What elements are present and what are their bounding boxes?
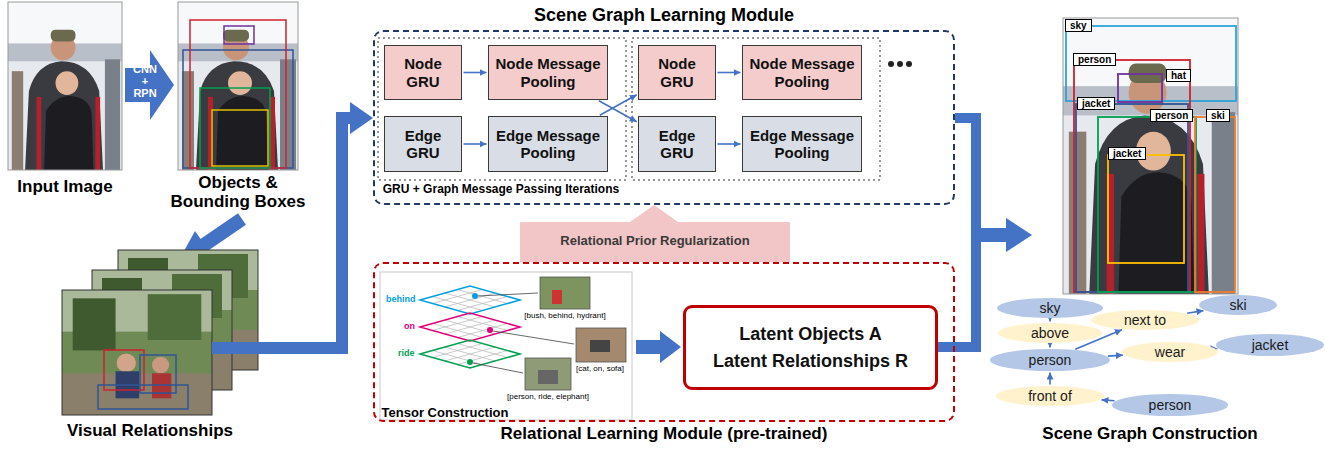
node-text: Edge GRU xyxy=(389,127,457,162)
connector xyxy=(464,143,487,145)
node-text: front of xyxy=(1002,388,1098,404)
triple-caption: [bush, behind, hydrant] xyxy=(515,311,615,320)
object-tag: ski xyxy=(1206,109,1230,122)
plane-label: behind xyxy=(386,294,416,304)
picture-label: Tensor Construction xyxy=(375,406,515,421)
object-node: ski xyxy=(1199,295,1277,315)
connector xyxy=(1102,399,1115,401)
connector xyxy=(464,72,487,74)
module-frame: Scene Graph Learning ModuleNode GRUNode … xyxy=(373,30,955,205)
node-text: Node Message Pooling xyxy=(493,55,603,90)
connector xyxy=(1108,355,1123,356)
node-text: Node GRU xyxy=(389,55,457,90)
connector xyxy=(718,72,741,74)
node-text: sky xyxy=(1003,300,1097,316)
image-caption: Scene Graph Construction xyxy=(1040,424,1260,444)
image-caption: Visual Relationships xyxy=(40,421,260,441)
relation-node: next to xyxy=(1091,310,1199,330)
process-box: Edge GRU xyxy=(638,116,716,172)
process-box: Node GRU xyxy=(384,45,462,100)
relation-node: above xyxy=(998,323,1102,343)
relation-node: wear xyxy=(1122,342,1218,362)
object-tag: hat xyxy=(1166,69,1191,82)
connector xyxy=(1049,320,1051,322)
object-node: person xyxy=(990,349,1110,371)
node-text: Node GRU xyxy=(643,55,711,90)
connector xyxy=(718,143,741,145)
node-text: person xyxy=(1118,397,1222,413)
process-box: Edge Message Pooling xyxy=(488,116,608,172)
relation-node: front of xyxy=(996,386,1104,406)
process-box: Node GRU xyxy=(638,45,716,100)
image-caption: Objects & Bounding Boxes xyxy=(168,174,308,211)
node-text: wear xyxy=(1128,344,1212,360)
arrow-label: CNN + RPN xyxy=(131,63,159,99)
process-box: Node Message Pooling xyxy=(488,45,608,100)
triple-caption: [cat, on, sofa] xyxy=(560,364,640,373)
node-text: Latent Relationships R xyxy=(690,348,931,375)
module-frame: Relational Learning Module (pre-trained)… xyxy=(373,262,955,422)
connector xyxy=(1049,345,1051,348)
node-text: Edge Message Pooling xyxy=(747,127,857,162)
connector xyxy=(1187,311,1203,314)
node-text: Edge GRU xyxy=(643,127,711,162)
object-tag: jacket xyxy=(1108,147,1146,160)
node-text: jacket xyxy=(1222,337,1318,353)
group-label: GRU + Graph Message Passing Iterations xyxy=(366,183,636,197)
latent-box: Latent Objects ALatent Relationships R xyxy=(683,305,938,390)
node-text: next to xyxy=(1097,312,1193,328)
connector xyxy=(1049,373,1051,385)
connector xyxy=(1216,348,1218,350)
module-heading: Scene Graph Learning Module xyxy=(375,5,953,26)
node-text: Edge Message Pooling xyxy=(493,127,603,162)
node-text: ski xyxy=(1205,297,1271,313)
node-text: person xyxy=(996,352,1104,368)
object-node: sky xyxy=(997,298,1103,318)
node-text: Node Message Pooling xyxy=(747,55,857,90)
object-tag: sky xyxy=(1065,19,1092,32)
object-node: jacket xyxy=(1216,334,1324,356)
object-node: person xyxy=(1112,394,1228,416)
process-box: Edge Message Pooling xyxy=(742,116,862,172)
triple-caption: [person, ride, elephant] xyxy=(498,392,598,401)
module-heading: Relational Learning Module (pre-trained) xyxy=(375,424,953,444)
process-box: Edge GRU xyxy=(384,116,462,172)
node-text: Latent Objects A xyxy=(690,321,931,348)
plane-label: ride xyxy=(398,348,415,358)
object-tag: person xyxy=(1150,109,1193,122)
node-text: above xyxy=(1004,325,1096,341)
object-tag: jacket xyxy=(1077,97,1115,110)
arrow-label: Relational Prior Regularization xyxy=(525,234,785,249)
object-tag: person xyxy=(1073,53,1116,66)
plane-label: on xyxy=(404,321,415,331)
process-box: Node Message Pooling xyxy=(742,45,862,100)
image-caption: Input Image xyxy=(0,177,130,197)
